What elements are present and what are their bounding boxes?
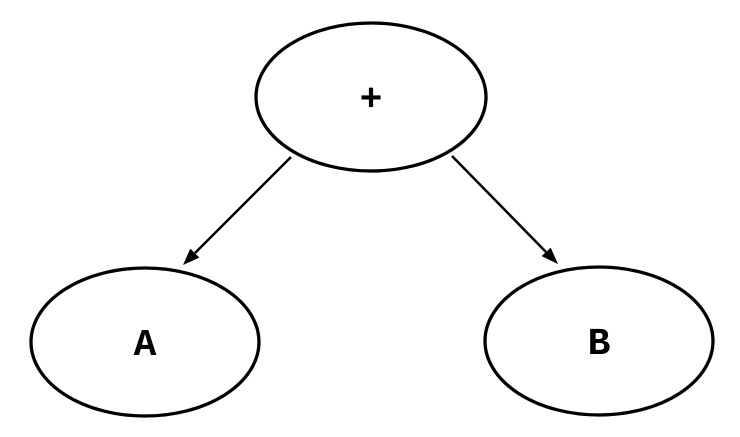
edge-plus-to-b-line <box>451 155 547 253</box>
node-b-shape <box>483 265 715 417</box>
edge-plus-to-b <box>451 155 559 265</box>
edge-plus-to-a <box>183 156 292 265</box>
node-plus-shape <box>254 21 488 173</box>
node-plus: + <box>254 21 488 173</box>
node-a-shape <box>29 266 261 418</box>
node-b: B <box>483 265 715 417</box>
node-plus-label: + <box>360 79 383 122</box>
edge-plus-to-b-arrowhead-icon <box>541 247 559 265</box>
node-a-label: A <box>134 324 157 367</box>
node-b-label: B <box>588 323 611 366</box>
edge-plus-to-a-line <box>194 156 292 254</box>
edge-plus-to-a-arrowhead-icon <box>183 248 200 265</box>
node-a: A <box>29 266 261 418</box>
